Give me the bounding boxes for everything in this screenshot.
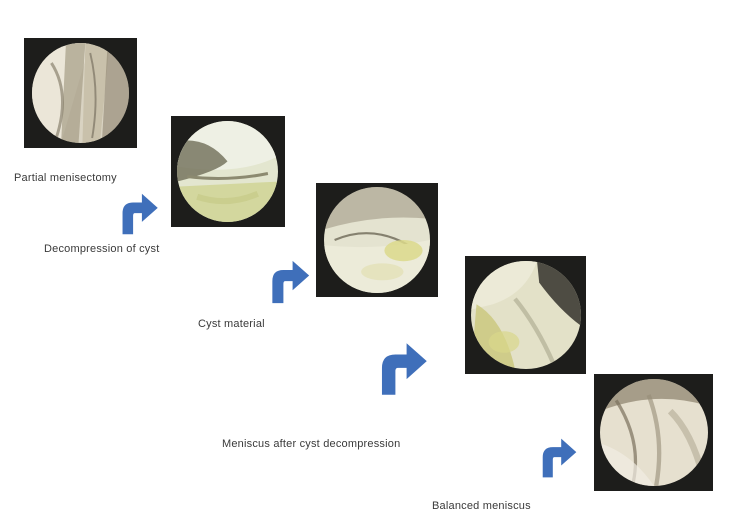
step-4-caption: Meniscus after cyst decompression	[222, 438, 400, 450]
step-1-caption: Partial menisectomy	[14, 172, 117, 184]
step-4-image-frame	[465, 256, 586, 374]
curved-arrow-right-icon	[366, 341, 436, 397]
step-2-caption: Decompression of cyst	[44, 243, 159, 255]
arthroscopy-post-decompression-view	[471, 261, 581, 369]
step-5-caption: Balanced meniscus	[432, 500, 531, 512]
arthroscopy-balanced-meniscus-view	[600, 379, 708, 486]
arthroscopy-meniscus-view	[32, 43, 129, 143]
curved-arrow-right-icon	[115, 192, 160, 236]
arthroscopy-cyst-material-view	[324, 187, 430, 293]
curved-arrow-right-icon	[262, 259, 314, 305]
curved-arrow-right-icon	[536, 437, 578, 479]
step-1-image-frame	[24, 38, 137, 148]
step-2-image-frame	[171, 116, 285, 227]
step-5-image-frame	[594, 374, 713, 491]
step-3-caption: Cyst material	[198, 318, 265, 330]
step-3-image-frame	[316, 183, 438, 297]
arthroscopy-cyst-view	[177, 121, 278, 222]
